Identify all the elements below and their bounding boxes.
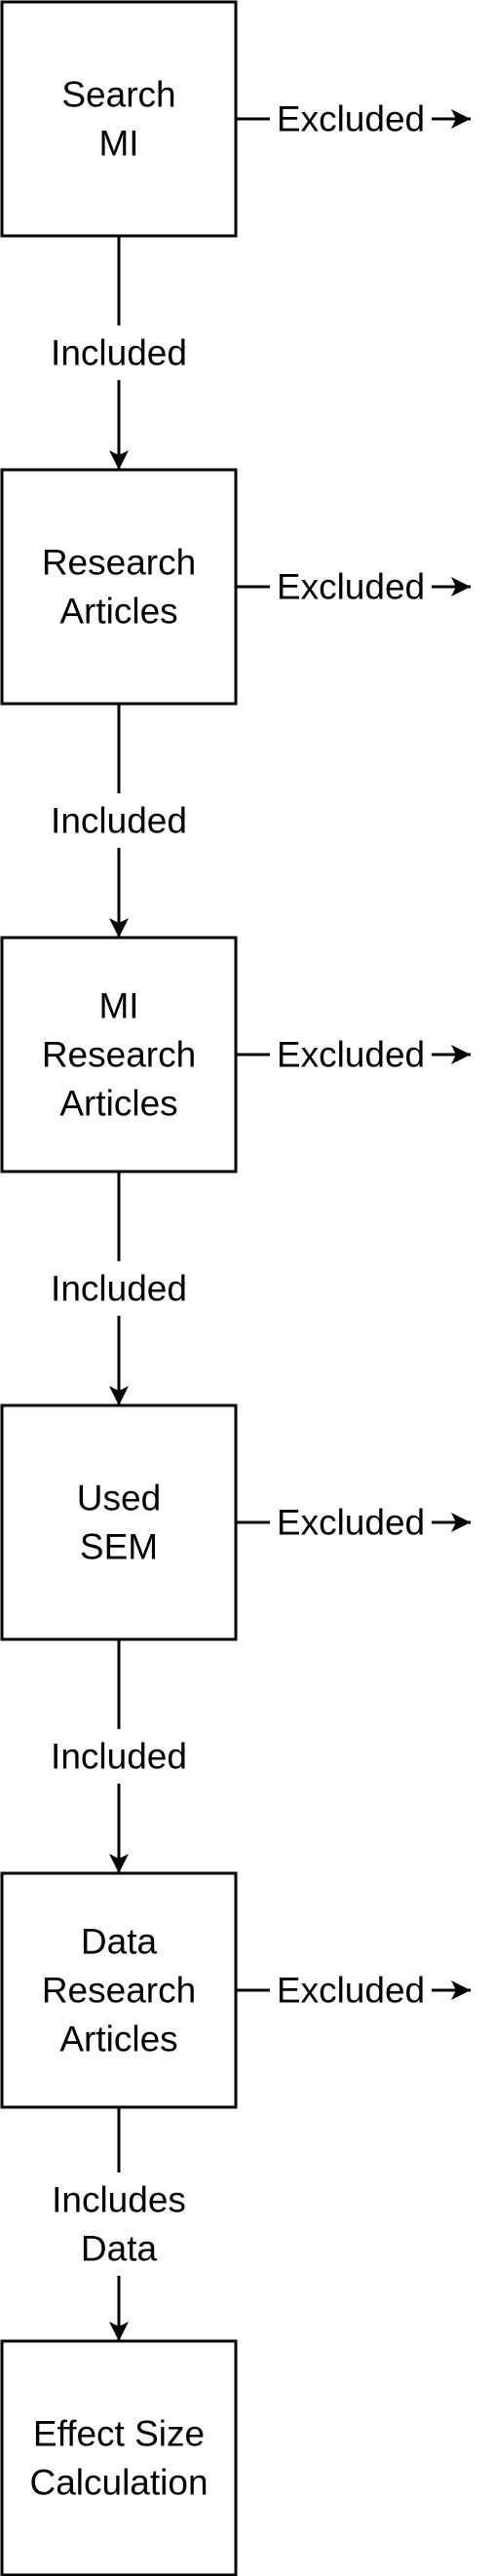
excluded-label: Excluded <box>277 567 425 607</box>
node-box <box>0 2339 238 2576</box>
node-box <box>0 1403 238 1641</box>
node-box <box>0 1871 238 2109</box>
node-label-line: Effect Size <box>33 2414 205 2454</box>
edge-label-bg <box>35 2172 203 2276</box>
edge-label: Included <box>51 801 187 841</box>
node-label-line: Articles <box>59 2019 177 2059</box>
excluded-label: Excluded <box>277 99 425 139</box>
node-box <box>0 0 238 238</box>
node-label-line: MI <box>98 124 138 164</box>
node-box <box>0 936 238 1173</box>
node-label-line: MI <box>98 986 138 1026</box>
edge-label-bg <box>270 1499 432 1546</box>
edge-label: Included <box>51 1737 187 1777</box>
edge-label-bg <box>35 1729 203 1784</box>
edge-label-bg <box>270 563 432 610</box>
node-box <box>0 468 238 706</box>
edge-label-bg <box>35 793 203 848</box>
node-label-line: Calculation <box>29 2463 208 2503</box>
edge-label: Data <box>81 2229 158 2269</box>
node-label-line: Articles <box>59 1084 177 1124</box>
edge-label-bg <box>35 326 203 380</box>
node-label-line: Research <box>42 543 196 583</box>
excluded-label: Excluded <box>277 1971 425 2011</box>
edge-label-bg <box>270 96 432 142</box>
node-label-line: Research <box>42 1035 196 1075</box>
node-label-line: Research <box>42 1971 196 2011</box>
edge-label-bg <box>270 1967 432 2014</box>
node-label-line: Data <box>81 1922 158 1962</box>
edge-label: Included <box>51 1269 187 1309</box>
node-label-line: Search <box>61 75 175 115</box>
node-label-line: Used <box>77 1479 161 1519</box>
node-label-line: SEM <box>80 1527 158 1567</box>
excluded-label: Excluded <box>277 1503 425 1543</box>
edge-label: Included <box>51 333 187 373</box>
edge-label-bg <box>35 1261 203 1316</box>
node-label-line: Articles <box>59 592 177 632</box>
edge-label-bg <box>270 1031 432 1078</box>
excluded-label: Excluded <box>277 1035 425 1075</box>
edge-label: Includes <box>52 2180 186 2220</box>
